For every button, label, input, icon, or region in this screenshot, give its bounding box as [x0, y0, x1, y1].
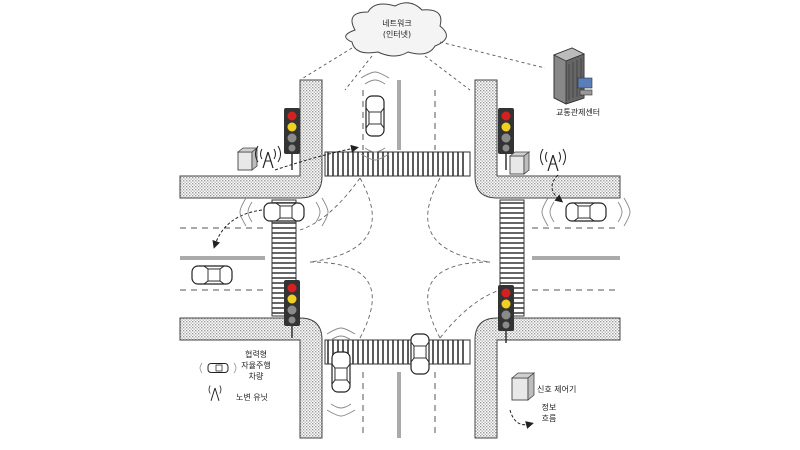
- network-cloud: 네트워크 (인터넷): [345, 2, 447, 57]
- vehicle-west-upper: [239, 197, 329, 227]
- lane-markings: [180, 80, 620, 438]
- sidewalk-sw: [179, 317, 323, 439]
- legend-vehicle-icon: [199, 362, 237, 374]
- legend-vehicle-line2: 자율주행: [241, 360, 270, 370]
- signal-controller-nw: [236, 147, 259, 171]
- info-flow-legend-arrow: [509, 409, 534, 429]
- network-label-line2: (인터넷): [383, 29, 411, 39]
- signal-controller-legend: 신호 제어기 정보 흐름: [509, 372, 576, 429]
- legend-vehicle-line3: 차량: [249, 371, 264, 381]
- sidewalk-se: [474, 317, 621, 439]
- server-icon: [553, 47, 593, 105]
- sidewalk-nw: [179, 79, 323, 199]
- info-flow-label-line1: 정보: [542, 402, 557, 412]
- rsu-antenna-icon: [540, 148, 566, 172]
- vehicle-south-right: [410, 333, 430, 375]
- signal-controller-label: 신호 제어기: [537, 384, 576, 394]
- signal-controller-icon: [510, 372, 536, 401]
- traffic-light-se: [498, 285, 514, 343]
- traffic-light-nw: [284, 108, 300, 170]
- vehicle-north: [360, 71, 390, 161]
- traffic-center: 교통관제센터: [553, 47, 600, 117]
- vehicle-east: [541, 197, 631, 227]
- network-label-line1: 네트워크: [382, 19, 411, 28]
- vehicle-south-left: [326, 327, 356, 417]
- signal-controller-ne: [508, 151, 531, 175]
- traffic-center-label: 교통관제센터: [556, 107, 600, 117]
- crosswalk-north: [324, 151, 471, 177]
- legend: 협력형 자율주행 차량 노변 유닛: [199, 349, 271, 402]
- turning-paths: [299, 177, 501, 339]
- legend-rsu-icon: [208, 385, 222, 401]
- sidewalk-corners: [179, 79, 621, 439]
- info-flow-label-line2: 흐름: [542, 414, 557, 423]
- sidewalk-ne: [474, 79, 621, 199]
- rsu-antenna-icon: [255, 145, 281, 169]
- network-links: [299, 41, 546, 91]
- legend-rsu-label: 노변 유닛: [236, 392, 268, 402]
- traffic-light-ne: [498, 108, 514, 170]
- vehicle-west-lower: [191, 265, 233, 285]
- info-flow-arrows: [212, 144, 564, 249]
- traffic-light-sw: [284, 280, 300, 338]
- legend-vehicle-line1: 협력형: [245, 349, 267, 359]
